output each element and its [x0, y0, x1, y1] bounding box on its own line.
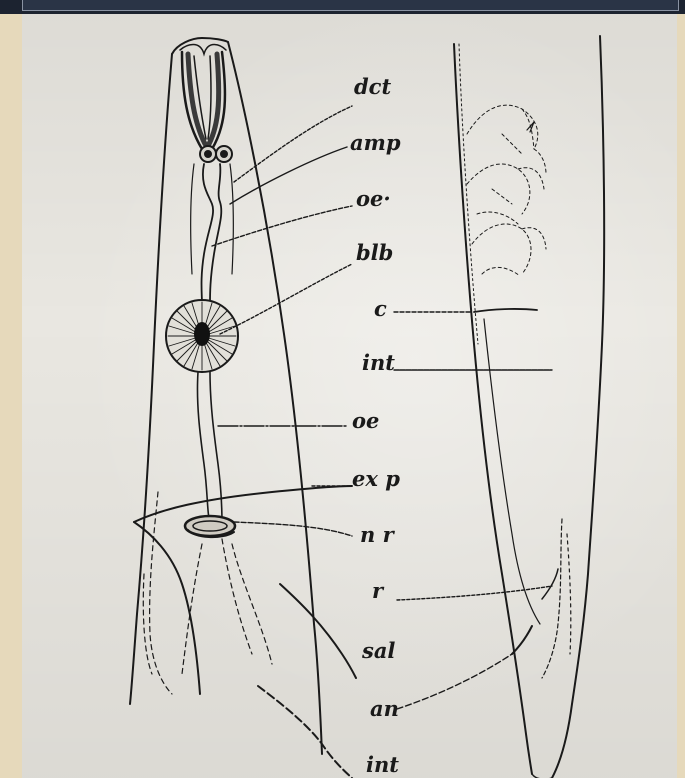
posterior-body-outline [454, 36, 604, 778]
excretory-duct [134, 486, 352, 694]
cell-network [467, 105, 546, 276]
diagram-photo: dct amp oe· blb c int oe ex p n r r sal … [22, 14, 677, 778]
label-amp: amp [350, 132, 401, 153]
stylet [180, 45, 226, 150]
label-int-bottom: int [366, 754, 399, 775]
intestine-wall [484, 319, 571, 678]
label-an: an [370, 698, 399, 719]
label-sal: sal [362, 640, 395, 661]
label-c: c [374, 298, 387, 319]
label-r: r [372, 580, 383, 601]
rectum [542, 569, 558, 599]
basal-bulb [166, 300, 238, 372]
nematode-drawing [22, 14, 677, 778]
label-exp: ex p [352, 468, 400, 489]
label-nr: n r [360, 524, 394, 545]
lower-curves [258, 584, 356, 778]
top-bar [0, 0, 685, 14]
oesophagus-upper [191, 164, 234, 304]
label-dct: dct [354, 76, 391, 97]
label-oe-lower: oe [352, 410, 379, 431]
top-bar-inner [22, 0, 679, 11]
label-blb: blb [356, 242, 393, 263]
amphid-bulbs [200, 146, 232, 162]
label-oe-top: oe· [356, 188, 391, 209]
nerve-ring [185, 516, 235, 537]
cardia-line [474, 309, 537, 312]
label-int-mid: int [362, 352, 395, 373]
